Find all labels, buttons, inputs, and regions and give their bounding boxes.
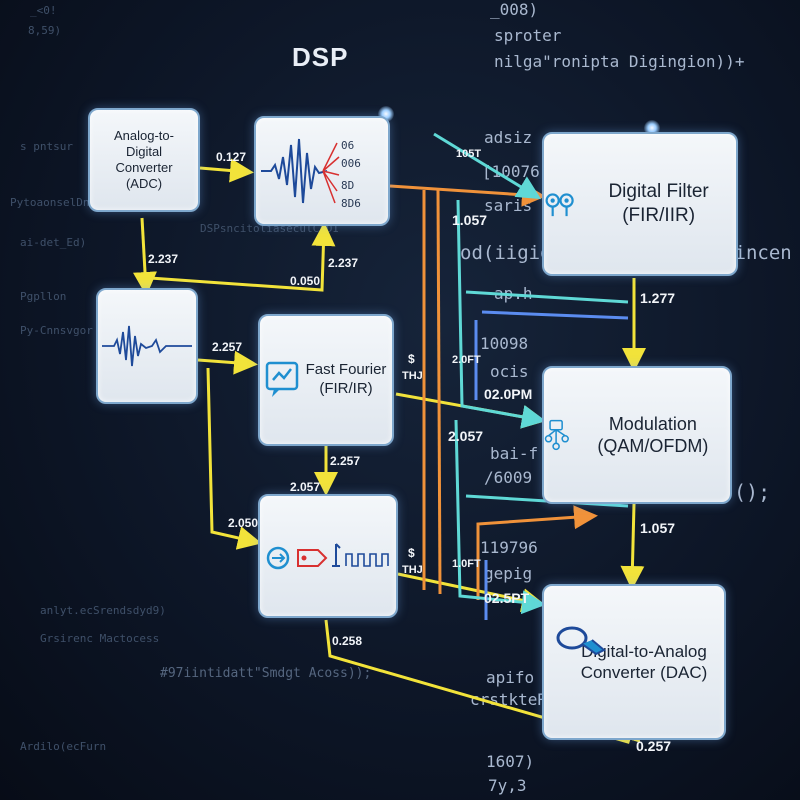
code-line: nilga"ronipta Digingion))+ <box>494 52 745 71</box>
edge-label: $ <box>408 352 415 366</box>
edge-label: 1.277 <box>640 290 676 306</box>
code-line: ai-det_Ed) <box>20 236 87 249</box>
chat-chart-icon <box>265 361 299 397</box>
code-line: #97iintidatt"Smdgt Acoss)); <box>160 666 372 681</box>
diagram-title: DSP <box>292 42 349 72</box>
edge-label: 2.057 <box>448 428 484 444</box>
connector-cross <box>149 222 336 292</box>
edge-label: 2.257 <box>330 454 361 468</box>
code-line: Py-Cnnsvgor <box>20 324 93 337</box>
edge-label: 1.057 <box>640 520 676 536</box>
connector-orange-to-dac <box>476 505 598 600</box>
code-line: 119796 <box>480 538 538 557</box>
code-line: s pntsur <box>20 140 73 153</box>
waveform-spectrum-icon: 06 006 8D 8D6 <box>261 138 361 210</box>
block-processing[interactable] <box>258 494 398 618</box>
block-fft[interactable]: Fast Fourier (FIR/IR) <box>258 314 394 446</box>
edge-label: THJ <box>402 370 423 382</box>
code-line: bai-f <box>490 444 539 463</box>
connector-modulation-to-dac <box>620 503 645 590</box>
edge-label: 02.0PM <box>484 386 533 402</box>
code-line: sproter <box>494 26 562 45</box>
edge-label: 0.050 <box>290 274 321 288</box>
code-line: _<0! <box>30 4 57 17</box>
block-fft-label: Fast Fourier (FIR/IR) <box>305 361 387 397</box>
edge-label: 2.0FT <box>452 354 481 366</box>
edge-label: 1.0FT <box>452 558 481 570</box>
edge-label: 0.258 <box>332 634 363 648</box>
block-adc[interactable]: Analog-to-Digital Converter (ADC) <box>88 108 200 212</box>
filter-icon <box>545 193 574 217</box>
block-waveform-spectrum[interactable]: 06 006 8D 8D6 <box>254 116 390 226</box>
edge-label: 105T <box>456 148 482 160</box>
code-line: 1607) <box>486 752 535 771</box>
connector-waveform-to-filter <box>389 182 546 207</box>
code-line: ocis <box>490 362 529 381</box>
connector-blue-2 <box>481 310 629 320</box>
connector-signal-down <box>206 367 262 550</box>
code-line: Ardilo(ecFurn <box>20 740 107 753</box>
edge-label: 2.237 <box>148 252 179 266</box>
edge-label: THJ <box>402 564 423 576</box>
code-line: 10098 <box>480 334 529 353</box>
connector-cyan-to-dac <box>454 419 546 615</box>
code-line: [10076 <box>482 162 540 181</box>
code-line: (); <box>734 480 771 504</box>
block-dac-label: Digital-to-Analog Converter (DAC) <box>580 641 708 682</box>
block-modulation[interactable]: Modulation (QAM/OFDM) <box>542 366 732 504</box>
code-line: _008) <box>490 0 539 19</box>
edge-label: 0.127 <box>216 150 247 164</box>
modulation-icon <box>544 419 569 451</box>
edge-label: 2.237 <box>328 256 359 270</box>
connector-cyan-to-filter <box>433 132 542 200</box>
code-line: anlyt.ecSrendsdyd9) <box>40 604 166 617</box>
edge-label: 2.050 <box>228 516 259 530</box>
connector-cyan-top <box>465 290 629 304</box>
edge-label: 1.057 <box>452 212 488 228</box>
connector-cyan-to-modulation <box>456 199 546 429</box>
edge-label: $ <box>408 546 415 560</box>
connector-lower-to-dac <box>397 572 546 613</box>
connector-signal-to-fft <box>197 350 258 375</box>
block-adc-label: Analog-to-Digital Converter (ADC) <box>114 127 174 192</box>
code-line: Pgpllon <box>20 290 67 303</box>
edge-label: 2.257 <box>212 340 243 354</box>
edge-label: 2.057 <box>290 480 321 494</box>
block-modulation-label: Modulation (QAM/OFDM) <box>597 413 709 457</box>
spectrum-label: 006 <box>341 157 361 170</box>
code-line: 7y,3 <box>488 776 527 795</box>
processing-icon <box>266 543 389 570</box>
code-line: /6009 <box>484 468 533 487</box>
spectrum-label: 8D <box>341 179 354 192</box>
edge-label: 0.257 <box>636 738 672 754</box>
code-line: saris <box>484 196 533 215</box>
signal-waveform-icon <box>102 325 192 367</box>
dac-icon <box>556 626 606 656</box>
connector-adc-vertical <box>133 217 157 296</box>
block-dac[interactable]: Digital-to-Analog Converter (DAC) <box>542 584 726 740</box>
edge-label: 02.5PT <box>484 590 530 606</box>
block-digital-filter[interactable]: Digital Filter (FIR/IIR) <box>542 132 738 276</box>
connector-adc-to-waveform <box>199 158 254 183</box>
connector-orange-vertical-2 <box>436 189 442 595</box>
spectrum-label: 8D6 <box>341 197 361 210</box>
code-line: adsiz <box>484 128 533 147</box>
block-input-signal[interactable] <box>96 288 198 404</box>
code-line: apifo <box>486 668 535 687</box>
block-digital-filter-label: Digital Filter (FIR/IIR) <box>608 181 709 226</box>
spectrum-label: 06 <box>341 139 354 152</box>
code-line: gepig <box>484 564 533 583</box>
code-line: 8,59) <box>28 24 62 37</box>
code-line: Grsirenc Mactocess <box>40 632 160 645</box>
